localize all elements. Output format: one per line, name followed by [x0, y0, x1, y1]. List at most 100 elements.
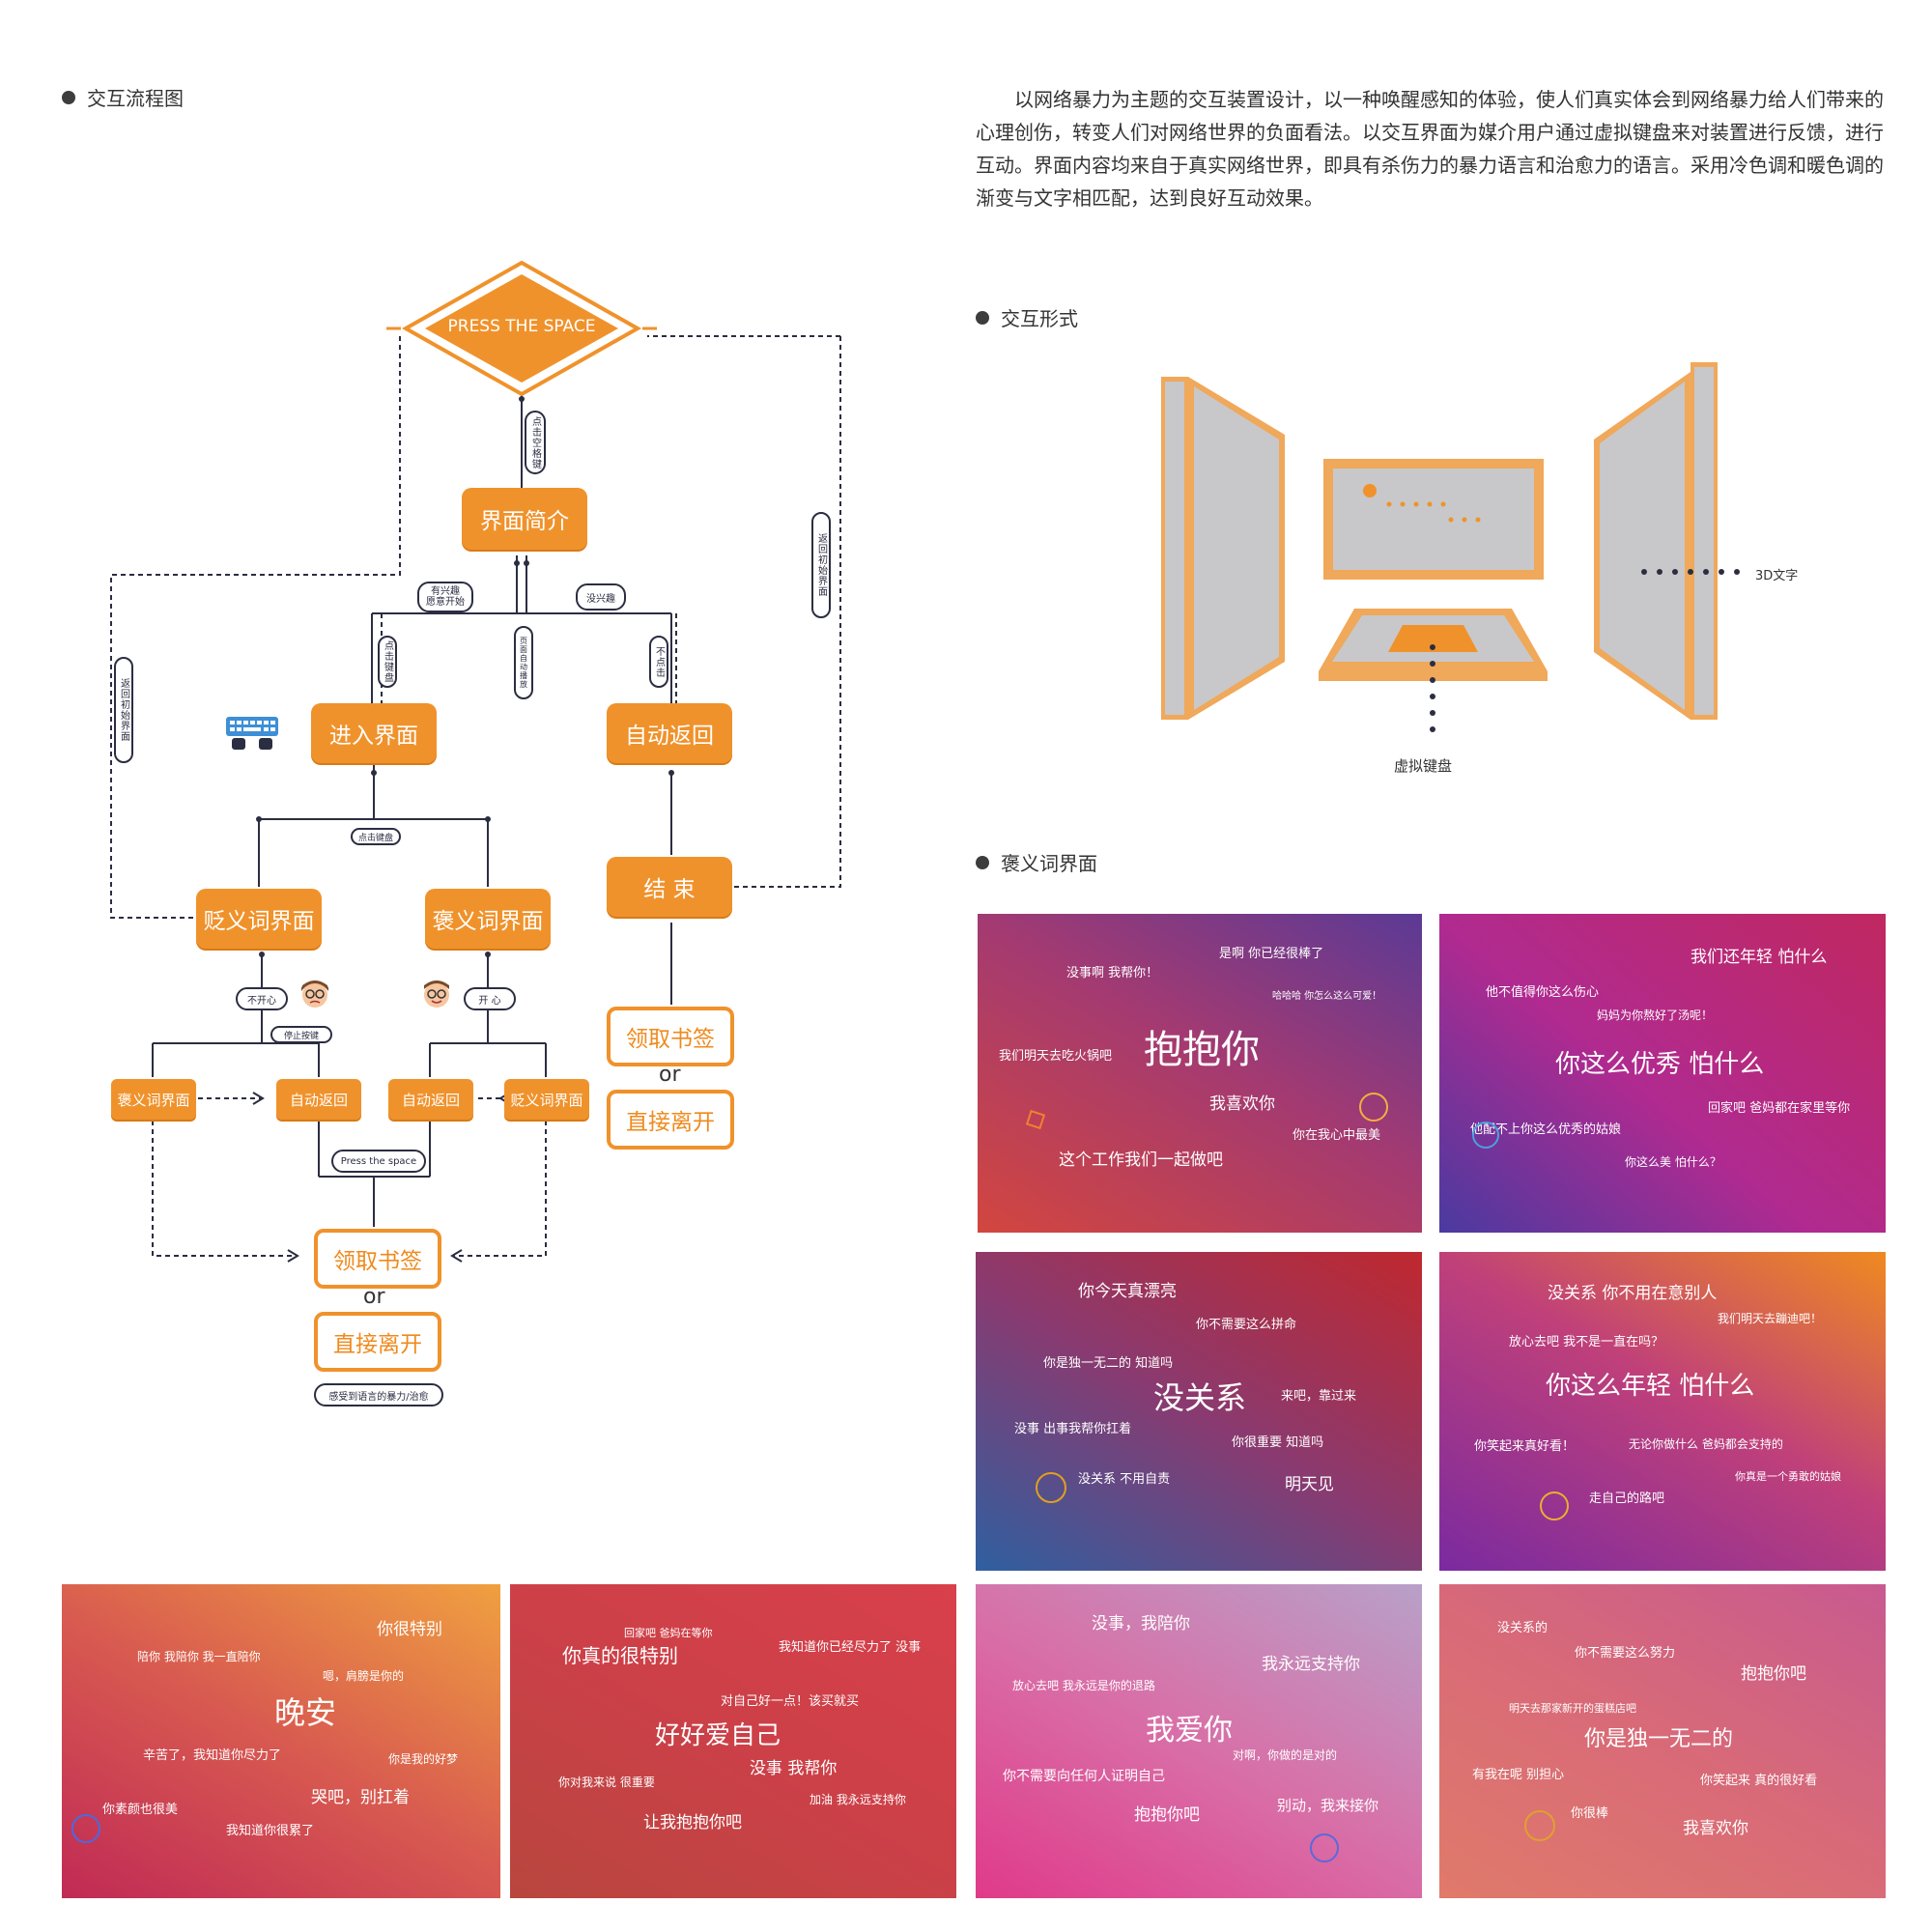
praise-card-6: 回家吧 爸妈在等你 你真的很特别 我知道你已经尽力了 没事 对自己好一点！该买就…	[510, 1584, 956, 1898]
pill-happy: 开 心	[464, 987, 516, 1010]
flow-section-heading: 交互流程图	[62, 83, 184, 111]
auto-return-node: 自动返回	[607, 703, 732, 763]
card-phrase: 辛苦了，我知道你尽力了	[143, 1748, 282, 1763]
sub-negative-node: 贬义词界面	[504, 1079, 589, 1120]
leave-node: 直接离开	[607, 1090, 734, 1150]
installation-diagram	[1161, 362, 1740, 732]
card-phrase: 我们还年轻 怕什么	[1690, 948, 1828, 967]
pill-back-left: 返回初始界面	[114, 657, 133, 763]
card-phrase: 妈妈为你熬好了汤呢！	[1597, 1009, 1714, 1022]
card-phrase: 我知道你已经尽力了 没事	[779, 1640, 922, 1655]
card-phrase: 没关系 不用自责	[1078, 1472, 1171, 1487]
card-phrase: 没事，我陪你	[1092, 1614, 1190, 1634]
form-section-heading: 交互形式	[976, 303, 1078, 331]
card-phrase: 没关系 你不用在意别人	[1548, 1284, 1718, 1303]
card-phrase: 你这么美 怕什么？	[1625, 1155, 1721, 1169]
praise-card-5: 你很特别 陪你 我陪你 我一直陪你 嗯，肩膀是你的 晚安 辛苦了，我知道你尽力了…	[62, 1584, 500, 1898]
negative-ui-node: 贬义词界面	[196, 889, 322, 949]
card-phrase: 你这么年轻 怕什么	[1546, 1372, 1755, 1401]
card-phrase: 你很棒	[1571, 1806, 1609, 1821]
praise-card-4: 没关系 你不用在意别人 我们明天去蹦迪吧！ 放心去吧 我不是一直在吗？ 你这么年…	[1439, 1252, 1886, 1571]
card-phrase: 明天去那家新开的蛋糕店吧	[1509, 1702, 1636, 1715]
deco-circle-icon	[1036, 1472, 1066, 1503]
intro-node: 界面简介	[462, 488, 587, 550]
card-phrase: 没事啊 我帮你！	[1066, 966, 1159, 980]
card-phrase: 我喜欢你	[1209, 1094, 1275, 1114]
sub-auto-return-1: 自动返回	[276, 1079, 361, 1120]
card-phrase: 来吧，靠过来	[1281, 1389, 1357, 1404]
keyboard-hands-icon	[226, 717, 278, 750]
pill-click-keyboard-vertical: 点击键盘	[378, 636, 397, 688]
card-phrase: 哭吧，别扛着	[311, 1788, 410, 1807]
card-phrase: 回家吧 爸妈都在家里等你	[1708, 1101, 1851, 1116]
final-bookmark-node: 领取书签	[314, 1229, 441, 1289]
deco-circle-icon	[1524, 1810, 1555, 1841]
praise-card-2: 我们还年轻 怕什么 他不值得你这么伤心 妈妈为你熬好了汤呢！ 你这么优秀 怕什么…	[1439, 914, 1886, 1233]
intro-paragraph: 以网络暴力为主题的交互装置设计，以一种唤醒感知的体验，使人们真实体会到网络暴力给…	[976, 88, 1884, 210]
pill-unhappy: 不开心	[236, 987, 288, 1010]
card-phrase: 他配不上你这么优秀的姑娘	[1470, 1122, 1622, 1137]
happy-face-icon	[424, 980, 449, 1008]
pill-no-click: 不点击	[649, 636, 668, 688]
deco-circle-icon	[1310, 1833, 1339, 1862]
praise-card-8: 没关系的 你不需要这么努力 抱抱你吧 明天去那家新开的蛋糕店吧 你是独一无二的 …	[1439, 1584, 1886, 1898]
card-phrase: 没事 出事我帮你扛着	[1014, 1422, 1132, 1436]
card-phrase: 抱抱你	[1144, 1028, 1260, 1072]
bullet-dot-icon	[976, 855, 989, 869]
pill-not-interested: 没兴趣	[576, 583, 626, 611]
card-phrase: 对啊，你做的是对的	[1233, 1748, 1338, 1762]
or-label: or	[659, 1063, 681, 1087]
card-phrase: 没关系	[1153, 1379, 1247, 1416]
card-phrase: 你这么优秀 怕什么	[1555, 1050, 1765, 1079]
final-leave-node: 直接离开	[314, 1312, 441, 1372]
card-phrase: 你不需要向任何人证明自己	[1003, 1769, 1165, 1784]
card-phrase: 放心去吧 我不是一直在吗？	[1509, 1335, 1664, 1350]
card-phrase: 放心去吧 我永远是你的退路	[1012, 1679, 1155, 1692]
flow-connectors	[110, 260, 841, 1263]
pill-press-the-space: Press the space	[331, 1150, 426, 1173]
deco-circle-icon	[1359, 1093, 1388, 1122]
card-phrase: 没事 我帮你	[750, 1759, 838, 1778]
label-3d-text: 3D文字	[1755, 569, 1799, 583]
card-phrase: 走自己的路吧	[1589, 1492, 1665, 1506]
sub-positive-node: 褒义词界面	[111, 1079, 196, 1120]
card-phrase: 你真是一个勇敢的姑娘	[1735, 1470, 1841, 1483]
card-phrase: 有我在呢 别担心	[1472, 1768, 1565, 1782]
card-phrase: 抱抱你吧	[1134, 1805, 1200, 1825]
deco-square-icon	[1025, 1109, 1046, 1130]
card-phrase: 我喜欢你	[1683, 1819, 1748, 1838]
card-phrase: 别动，我来接你	[1277, 1797, 1379, 1814]
deco-circle-icon	[1540, 1492, 1569, 1520]
bullet-dot-icon	[62, 90, 75, 104]
praise-section-title: 褒义词界面	[1001, 852, 1097, 875]
card-phrase: 无论你做什么 爸妈都会支持的	[1629, 1437, 1783, 1451]
enter-node: 进入界面	[311, 703, 437, 763]
card-phrase: 你在我心中最美	[1293, 1128, 1381, 1143]
card-phrase: 我知道你很累了	[226, 1824, 315, 1838]
label-virtual-keyboard: 虚拟键盘	[1394, 757, 1453, 775]
card-phrase: 你是独一无二的 知道吗	[1043, 1356, 1174, 1371]
pill-interested: 有兴趣 愿意开始	[417, 582, 473, 612]
card-phrase: 陪你 我陪你 我一直陪你	[137, 1650, 261, 1663]
deco-circle-icon	[71, 1814, 100, 1843]
pill-back-right: 返回初始界面	[811, 512, 831, 618]
flow-section-title: 交互流程图	[87, 87, 184, 110]
card-phrase: 我们明天去蹦迪吧！	[1718, 1312, 1823, 1325]
bookmark-node: 领取书签	[607, 1007, 734, 1066]
card-phrase: 好好爱自己	[655, 1721, 781, 1750]
pill-middle: 页面自动播放	[514, 626, 533, 699]
card-phrase: 你真的很特别	[562, 1644, 678, 1667]
card-phrase: 回家吧 爸妈在等你	[624, 1627, 713, 1639]
card-phrase: 明天见	[1285, 1475, 1334, 1494]
deco-circle-icon	[1472, 1122, 1499, 1149]
card-phrase: 你很重要 知道吗	[1232, 1435, 1324, 1450]
pill-click-keyboard: 点击键盘	[351, 828, 401, 845]
praise-card-1: 是啊 你已经很棒了 没事啊 我帮你！ 哈哈哈 你怎么这么可爱！ 抱抱你 我们明天…	[978, 914, 1422, 1233]
card-phrase: 这个工作我们一起做吧	[1059, 1151, 1223, 1170]
card-phrase: 是啊 你已经很棒了	[1219, 947, 1324, 961]
pill-stop: 停止按键	[270, 1026, 332, 1043]
card-phrase: 你笑起来 真的很好看	[1700, 1774, 1818, 1788]
final-or-label: or	[363, 1285, 385, 1309]
card-phrase: 抱抱你吧	[1741, 1664, 1806, 1684]
start-diamond-label: PRESS THE SPACE	[447, 317, 596, 336]
